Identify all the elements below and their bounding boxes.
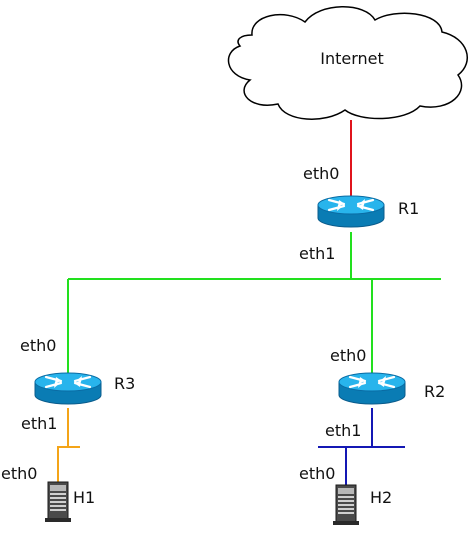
h1-eth0-label: eth0 xyxy=(1,464,37,483)
h1-name: H1 xyxy=(73,488,95,507)
r3-eth1-label: eth1 xyxy=(21,414,57,433)
lan-r3-h1 xyxy=(57,408,80,483)
r3-name: R3 xyxy=(114,374,135,393)
h2-eth0-label: eth0 xyxy=(299,464,335,483)
router-r3-icon xyxy=(33,371,103,406)
host-h2-icon xyxy=(332,484,360,526)
r2-eth0-label: eth0 xyxy=(330,346,366,365)
r2-eth1-label: eth1 xyxy=(325,421,361,440)
r3-eth0-label: eth0 xyxy=(20,336,56,355)
internet-label: Internet xyxy=(320,49,384,68)
h2-name: H2 xyxy=(370,488,392,507)
router-r2-icon xyxy=(337,371,407,406)
r1-name: R1 xyxy=(398,199,419,218)
r1-eth1-label: eth1 xyxy=(299,244,335,263)
r2-name: R2 xyxy=(424,382,445,401)
host-h1-icon xyxy=(44,481,72,523)
r1-eth0-label: eth0 xyxy=(303,164,339,183)
internet-cloud xyxy=(227,6,468,120)
router-r1-icon xyxy=(316,194,386,229)
